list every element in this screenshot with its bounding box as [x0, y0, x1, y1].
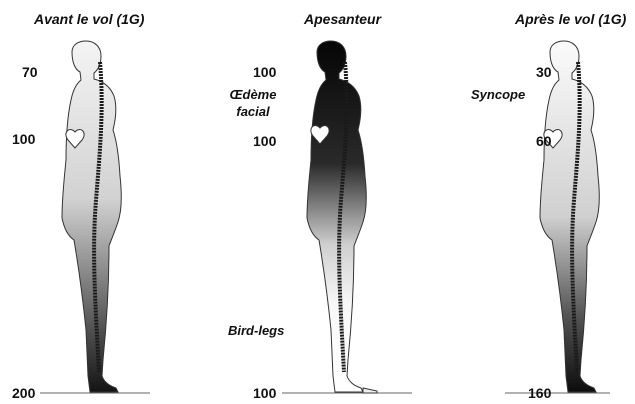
panel-title-weightless: Apesanteur: [304, 11, 381, 27]
value-heart-before: 100: [12, 131, 35, 147]
value-feet-after: 160: [528, 385, 551, 401]
value-heart-after: 60: [536, 133, 552, 149]
value-feet-before: 200: [12, 385, 35, 401]
figure-after-flight: [540, 41, 599, 392]
figure-before-flight: [62, 41, 121, 392]
value-head-after: 30: [536, 64, 552, 80]
panel-title-before: Avant le vol (1G): [34, 11, 144, 27]
figure-weightless: [307, 41, 377, 393]
note-facial-edema: Œdème facial: [222, 86, 284, 120]
panel-title-after: Après le vol (1G): [515, 11, 626, 27]
value-heart-weightless: 100: [253, 133, 276, 149]
value-head-before: 70: [22, 64, 38, 80]
foot-extension: [363, 388, 377, 393]
note-bird-legs: Bird-legs: [228, 322, 284, 339]
value-feet-weightless: 100: [253, 385, 276, 401]
value-head-weightless: 100: [253, 64, 276, 80]
note-syncope: Syncope: [471, 86, 525, 103]
